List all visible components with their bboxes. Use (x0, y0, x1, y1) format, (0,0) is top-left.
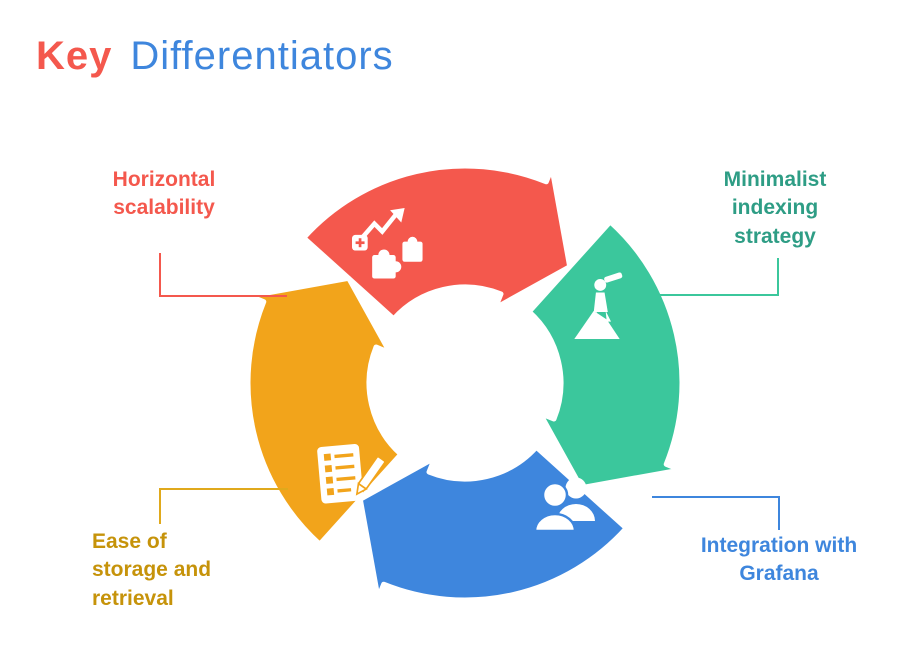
cycle-arrow-teal (526, 219, 685, 491)
connector-ease-of-storage-vertical (159, 488, 161, 524)
team-people-icon (533, 477, 595, 533)
label-integration-grafana: Integration with Grafana (700, 534, 858, 586)
checklist-pencil-icon (317, 444, 386, 504)
telescope-explorer-icon (574, 272, 623, 339)
label-ease-of-storage: Ease of storage and retrieval (92, 530, 212, 610)
connector-ease-of-storage-horizontal (160, 488, 288, 490)
page-title: Key Differentiators (36, 34, 394, 78)
puzzle-growth-icon (352, 208, 423, 279)
connector-minimalist-indexing-horizontal (654, 294, 779, 296)
cycle-arrow-red (301, 163, 573, 322)
connector-horizontal-scalability-horizontal (159, 295, 287, 297)
title-accent-word: Key (36, 34, 113, 78)
connector-integration-grafana-vertical (778, 496, 780, 530)
connector-minimalist-indexing-vertical (777, 258, 779, 296)
label-minimalist-indexing: Minimalist indexing strategy (723, 168, 827, 248)
connector-horizontal-scalability-vertical (159, 253, 161, 297)
title-main-word: Differentiators (130, 34, 394, 78)
label-horizontal-scalability: Horizontal scalability (112, 168, 216, 220)
connector-integration-grafana-horizontal (652, 496, 780, 498)
